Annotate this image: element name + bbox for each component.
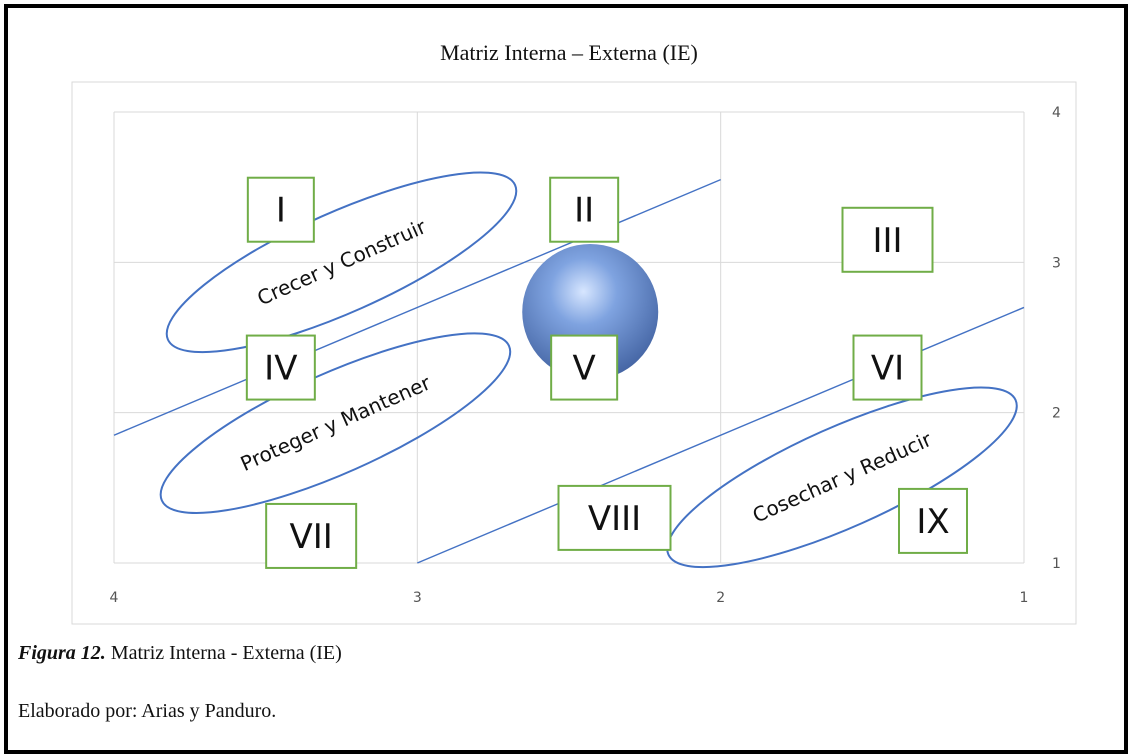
x-tick-label: 1 bbox=[1020, 590, 1029, 606]
figure-credit: Elaborado por: Arias y Panduro. bbox=[18, 700, 277, 722]
quadrant-cell-label: III bbox=[872, 221, 902, 261]
quadrant-cell-box bbox=[841, 206, 934, 273]
quadrant-cell-label: II bbox=[574, 191, 594, 231]
quadrant-cell: IX bbox=[898, 487, 968, 554]
y-tick-label: 2 bbox=[1052, 406, 1061, 422]
x-tick-label: 3 bbox=[413, 590, 422, 606]
y-tick-label: 4 bbox=[1052, 105, 1061, 121]
quadrant-cell-label: V bbox=[573, 349, 596, 389]
quadrant-cell-label: I bbox=[276, 191, 286, 231]
quadrant-cell: III bbox=[841, 206, 934, 273]
quadrant-cell-label: IX bbox=[916, 502, 949, 542]
caption-label: Figura 12. bbox=[18, 642, 106, 664]
quadrant-cell-box bbox=[265, 502, 358, 569]
quadrant-cell-box bbox=[245, 334, 316, 401]
y-tick-label: 1 bbox=[1052, 556, 1061, 572]
quadrant-cell-box bbox=[852, 334, 923, 401]
plot-area-frame bbox=[71, 81, 1077, 625]
quadrant-cell: II bbox=[549, 176, 620, 243]
quadrant-cell-label: VI bbox=[871, 349, 904, 389]
quadrant-cell-box bbox=[898, 487, 968, 554]
diagonal-divider-line bbox=[113, 179, 721, 436]
quadrant-cell-box bbox=[246, 176, 315, 243]
x-tick-label: 4 bbox=[110, 590, 119, 606]
x-tick-label: 2 bbox=[716, 590, 725, 606]
zone-ellipse bbox=[165, 171, 518, 354]
quadrant-cell: VI bbox=[852, 334, 923, 401]
quadrant-cell-label: IV bbox=[264, 349, 297, 389]
quadrant-cell-label: VIII bbox=[588, 499, 641, 539]
zone-ellipse bbox=[666, 386, 1018, 569]
figure-caption: Figura 12. Matriz Interna - Externa (IE) bbox=[18, 642, 342, 665]
diagonal-divider-line bbox=[417, 306, 1025, 564]
caption-text: Matriz Interna - Externa (IE) bbox=[105, 642, 342, 664]
quadrant-cell-box bbox=[549, 176, 620, 243]
quadrant-cell-label: VII bbox=[290, 517, 333, 557]
quadrant-cell: IV bbox=[245, 334, 316, 401]
quadrant-cell: V bbox=[550, 334, 619, 401]
quadrant-cell-box bbox=[550, 334, 619, 401]
y-tick-label: 3 bbox=[1052, 255, 1061, 271]
quadrant-cell: VIII bbox=[557, 484, 672, 551]
chart-title: Matriz Interna – Externa (IE) bbox=[440, 40, 698, 65]
quadrant-cell-box bbox=[557, 484, 672, 551]
quadrant-cell: I bbox=[246, 176, 315, 243]
quadrant-cell: VII bbox=[265, 502, 358, 569]
